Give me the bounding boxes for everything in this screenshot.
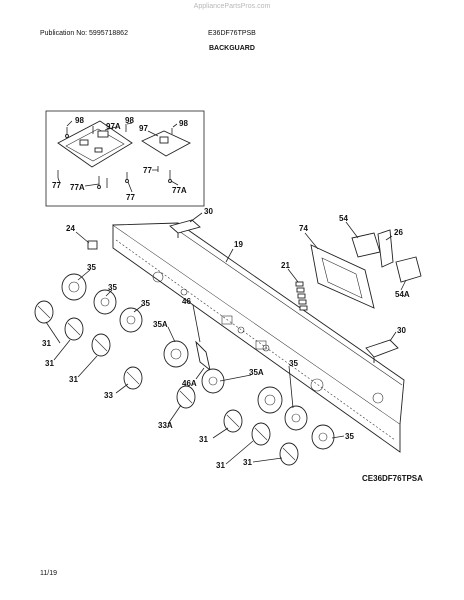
callout-54A: 54A xyxy=(395,290,410,299)
callout-98: 98 xyxy=(125,116,134,125)
callout-30: 30 xyxy=(204,207,213,216)
model-number: E36DF76TPSB xyxy=(208,30,256,37)
spacer-stack-21 xyxy=(295,281,308,311)
callout-31: 31 xyxy=(199,435,208,444)
callout-33A: 33A xyxy=(158,421,173,430)
leader-lines xyxy=(45,212,407,465)
bracket-lower xyxy=(365,339,399,363)
callout-26: 26 xyxy=(394,228,403,237)
callout-labels: 98 97A 98 97 98 77 77A 77 77 77A 30 24 1… xyxy=(42,116,410,470)
control-knobs xyxy=(34,300,299,466)
callout-35: 35 xyxy=(141,299,150,308)
callout-35: 35 xyxy=(87,263,96,272)
backguard-panel xyxy=(112,222,405,453)
section-title: BACKGUARD xyxy=(209,45,255,52)
callout-97: 97 xyxy=(139,124,148,133)
inset-detail xyxy=(45,110,205,207)
diagram-code: CE36DF76TPSA xyxy=(362,474,423,483)
switch-54A xyxy=(395,256,422,283)
callout-46: 46 xyxy=(182,297,191,306)
callout-77: 77 xyxy=(52,181,61,190)
callout-31: 31 xyxy=(45,359,54,368)
callout-31: 31 xyxy=(216,461,225,470)
callout-31: 31 xyxy=(69,375,78,384)
callout-21: 21 xyxy=(281,261,290,270)
watermark: AppliancePartsPros.com xyxy=(193,3,271,10)
callout-46A: 46A xyxy=(182,379,197,388)
callout-77A: 77A xyxy=(172,186,187,195)
switch-bracket xyxy=(310,244,375,309)
callout-33: 33 xyxy=(104,391,113,400)
callout-54: 54 xyxy=(339,214,348,223)
callout-35A: 35A xyxy=(153,320,168,329)
callout-24: 24 xyxy=(66,224,75,233)
callout-35A: 35A xyxy=(249,368,264,377)
page-number: 11/19 xyxy=(40,570,57,577)
callout-31: 31 xyxy=(42,339,51,348)
bracket-upper xyxy=(169,219,201,238)
indicator-light xyxy=(87,240,98,250)
callout-77: 77 xyxy=(143,166,152,175)
callout-77: 77 xyxy=(126,193,135,202)
callout-31: 31 xyxy=(243,458,252,467)
callout-98: 98 xyxy=(179,119,188,128)
callout-35: 35 xyxy=(108,283,117,292)
callout-97A: 97A xyxy=(106,122,121,131)
terminal-block-26 xyxy=(377,229,394,268)
trim-strip-46 xyxy=(195,340,211,372)
callout-77A: 77A xyxy=(70,183,85,192)
callout-30: 30 xyxy=(397,326,406,335)
callout-19: 19 xyxy=(234,240,243,249)
callout-35: 35 xyxy=(289,359,298,368)
callout-74: 74 xyxy=(299,224,308,233)
switch-54 xyxy=(351,232,381,258)
knob-bezels xyxy=(61,273,335,450)
callout-35: 35 xyxy=(345,432,354,441)
publication-number: Publication No: 5995718862 xyxy=(40,30,128,37)
callout-98: 98 xyxy=(75,116,84,125)
